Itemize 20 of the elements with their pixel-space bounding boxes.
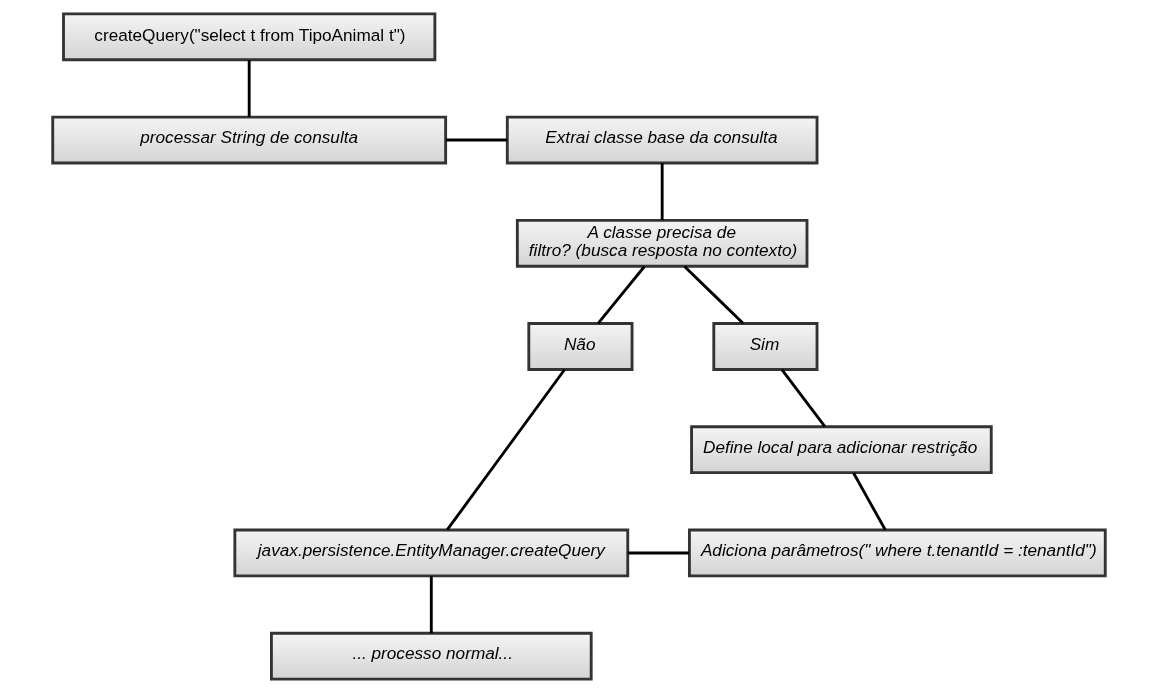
node-box: createQuery("select t from TipoAnimal t") xyxy=(62,12,437,62)
node-box: A classe precisa de filtro? (busca resposta no contexto) xyxy=(515,218,809,268)
connector xyxy=(597,265,646,325)
node-box: Sim xyxy=(712,322,819,371)
connector xyxy=(429,576,433,634)
node-box: Define local para adicionar restrição xyxy=(690,425,993,475)
connector xyxy=(247,60,251,117)
node-box: ... processo normal... xyxy=(270,631,593,681)
connector xyxy=(627,551,689,555)
connector xyxy=(852,472,887,531)
node-box: Não xyxy=(527,322,634,371)
connector xyxy=(446,368,566,531)
node-box: javax.persistence.EntityManager.createQuery xyxy=(233,528,630,578)
connector xyxy=(446,138,508,142)
connector xyxy=(660,163,664,221)
connector xyxy=(780,368,827,428)
node-box: Extrai classe base da consulta xyxy=(505,115,819,165)
node-box: processar String de consulta xyxy=(51,115,448,165)
connector xyxy=(683,265,745,325)
node-box: Adiciona parâmetros(" where t.tenantId = :tenantId") xyxy=(688,528,1107,578)
